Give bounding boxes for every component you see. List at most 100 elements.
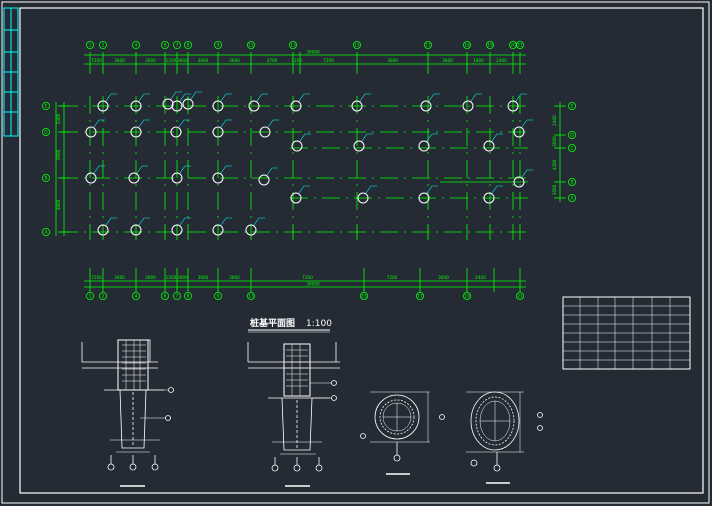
dimension-label: 2400 [475,275,486,280]
axis-bubble-left-circle [42,127,51,136]
axis-bubble-bottom-label: 13 [248,294,254,300]
dimension-label: 7200 [91,275,102,280]
axis-bubble-top-circle [288,41,297,50]
axis-bubble-right-circle [568,193,577,202]
axis-bubble-left-circle [42,102,51,111]
dimension-label: 3600 [229,58,240,63]
dimension-label: 3600 [145,58,156,63]
pile-circle [258,174,270,186]
axis-bubble-right-label: D [570,133,574,139]
pile-circle [507,100,519,112]
pile-leader [179,217,191,226]
pile-circle [171,172,183,184]
axis-bubble-top-circle [99,41,108,50]
axis-bubble-top-circle [485,41,494,50]
pile-leader [136,165,148,174]
axis-bubble-right-label: A [570,196,573,202]
axis-bubble-top-circle [172,41,181,50]
dimension-label: 4200 [552,159,557,170]
axis-bubble-bottom-circle [99,291,108,300]
axis-bubble-bottom-circle [213,291,222,300]
axis-bubble-top-label: 8 [187,43,190,49]
axis-bubble-right-label: E [571,104,574,110]
pile-circle [130,224,142,236]
dimension-label: 1800 [473,58,484,63]
pile-leader [220,165,232,174]
axis-bubble-bottom-circle [359,291,368,300]
pile-circle [291,140,303,152]
pile-leader [359,93,371,102]
axis-bubble-top-circle [246,41,255,50]
dimension-label: 7200 [387,275,398,280]
pile-leader [138,93,150,102]
dimension-label: 2400 [552,115,557,126]
axis-bubble-bottom-label: 19 [464,294,470,300]
axis-bubble-left-label: E [45,104,48,110]
pile-circle [290,192,302,204]
pile-leader [515,93,527,102]
axis-bubble-left-label: D [44,130,48,136]
axis-bubble-top-label: 19 [487,43,493,49]
axis-bubble-bottom-label: 9 [217,294,220,300]
axis-bubble-bottom-label: 4 [135,294,138,300]
pile-circle [85,126,97,138]
axis-bubble-bottom-circle [160,291,169,300]
pile-leader [470,93,482,102]
dimension-label: 3600 [229,275,240,280]
axis-bubble-top-circle [183,41,192,50]
pile-leader [256,93,268,102]
pile-circle [212,224,224,236]
pile-circle [290,100,302,112]
axis-bubble-bottom-circle [172,291,181,300]
pile-circle [418,192,430,204]
pile-leader [93,165,105,174]
pile-circle [245,224,257,236]
pile-circle [171,224,183,236]
pile-leader [266,167,278,176]
pile-leader [491,185,503,194]
axis-bubble-bottom-label: 15 [361,294,367,300]
axis-bubble-right-circle [568,130,577,139]
axis-bubble-bottom-circle [415,291,424,300]
axis-bubble-top-circle [213,41,222,50]
detail-cap-section-1 [81,339,174,487]
pile-leader [299,133,311,142]
plan-scale: 1:100 [306,319,332,329]
drawing-title: 桩基平面图 1:100 [248,317,332,333]
pile-leader [491,133,503,142]
pile-leader [298,185,310,194]
dimension-label: 3600 [114,58,125,63]
inner-frame [19,7,704,494]
pile-circle [259,126,271,138]
pile-leader [170,91,182,100]
pile-leader [426,185,438,194]
axis-bubble-top-label: 4 [135,43,138,49]
dimension-label: 4800 [56,199,61,210]
axis-bubble-bottom-circle [462,291,471,300]
detail-cap-section-2 [247,342,340,487]
pile-leader [298,93,310,102]
pile-leader [220,93,232,102]
axis-bubble-bottom-circle [131,291,140,300]
pile-circle [212,126,224,138]
axis-bubble-top-label: 13 [290,43,296,49]
axis-bubble-right-circle [568,102,577,111]
axis-bubble-left-label: A [44,230,47,236]
axis-bubble-left-circle [42,227,51,236]
axis-bubble-top-label: 1 [89,43,92,49]
pile-leader [220,217,232,226]
dimension-label: 3600 [145,275,156,280]
axis-bubble-bottom-circle [246,291,255,300]
dimension-label: 3600 [442,58,453,63]
pile-leader [179,165,191,174]
dimension-label: 3600 [552,136,557,147]
axis-bubble-bottom-circle [183,291,192,300]
dimension-label: 1200 [166,275,177,280]
pile-circle [97,224,109,236]
axis-bubble-top-label: 15 [354,43,360,49]
